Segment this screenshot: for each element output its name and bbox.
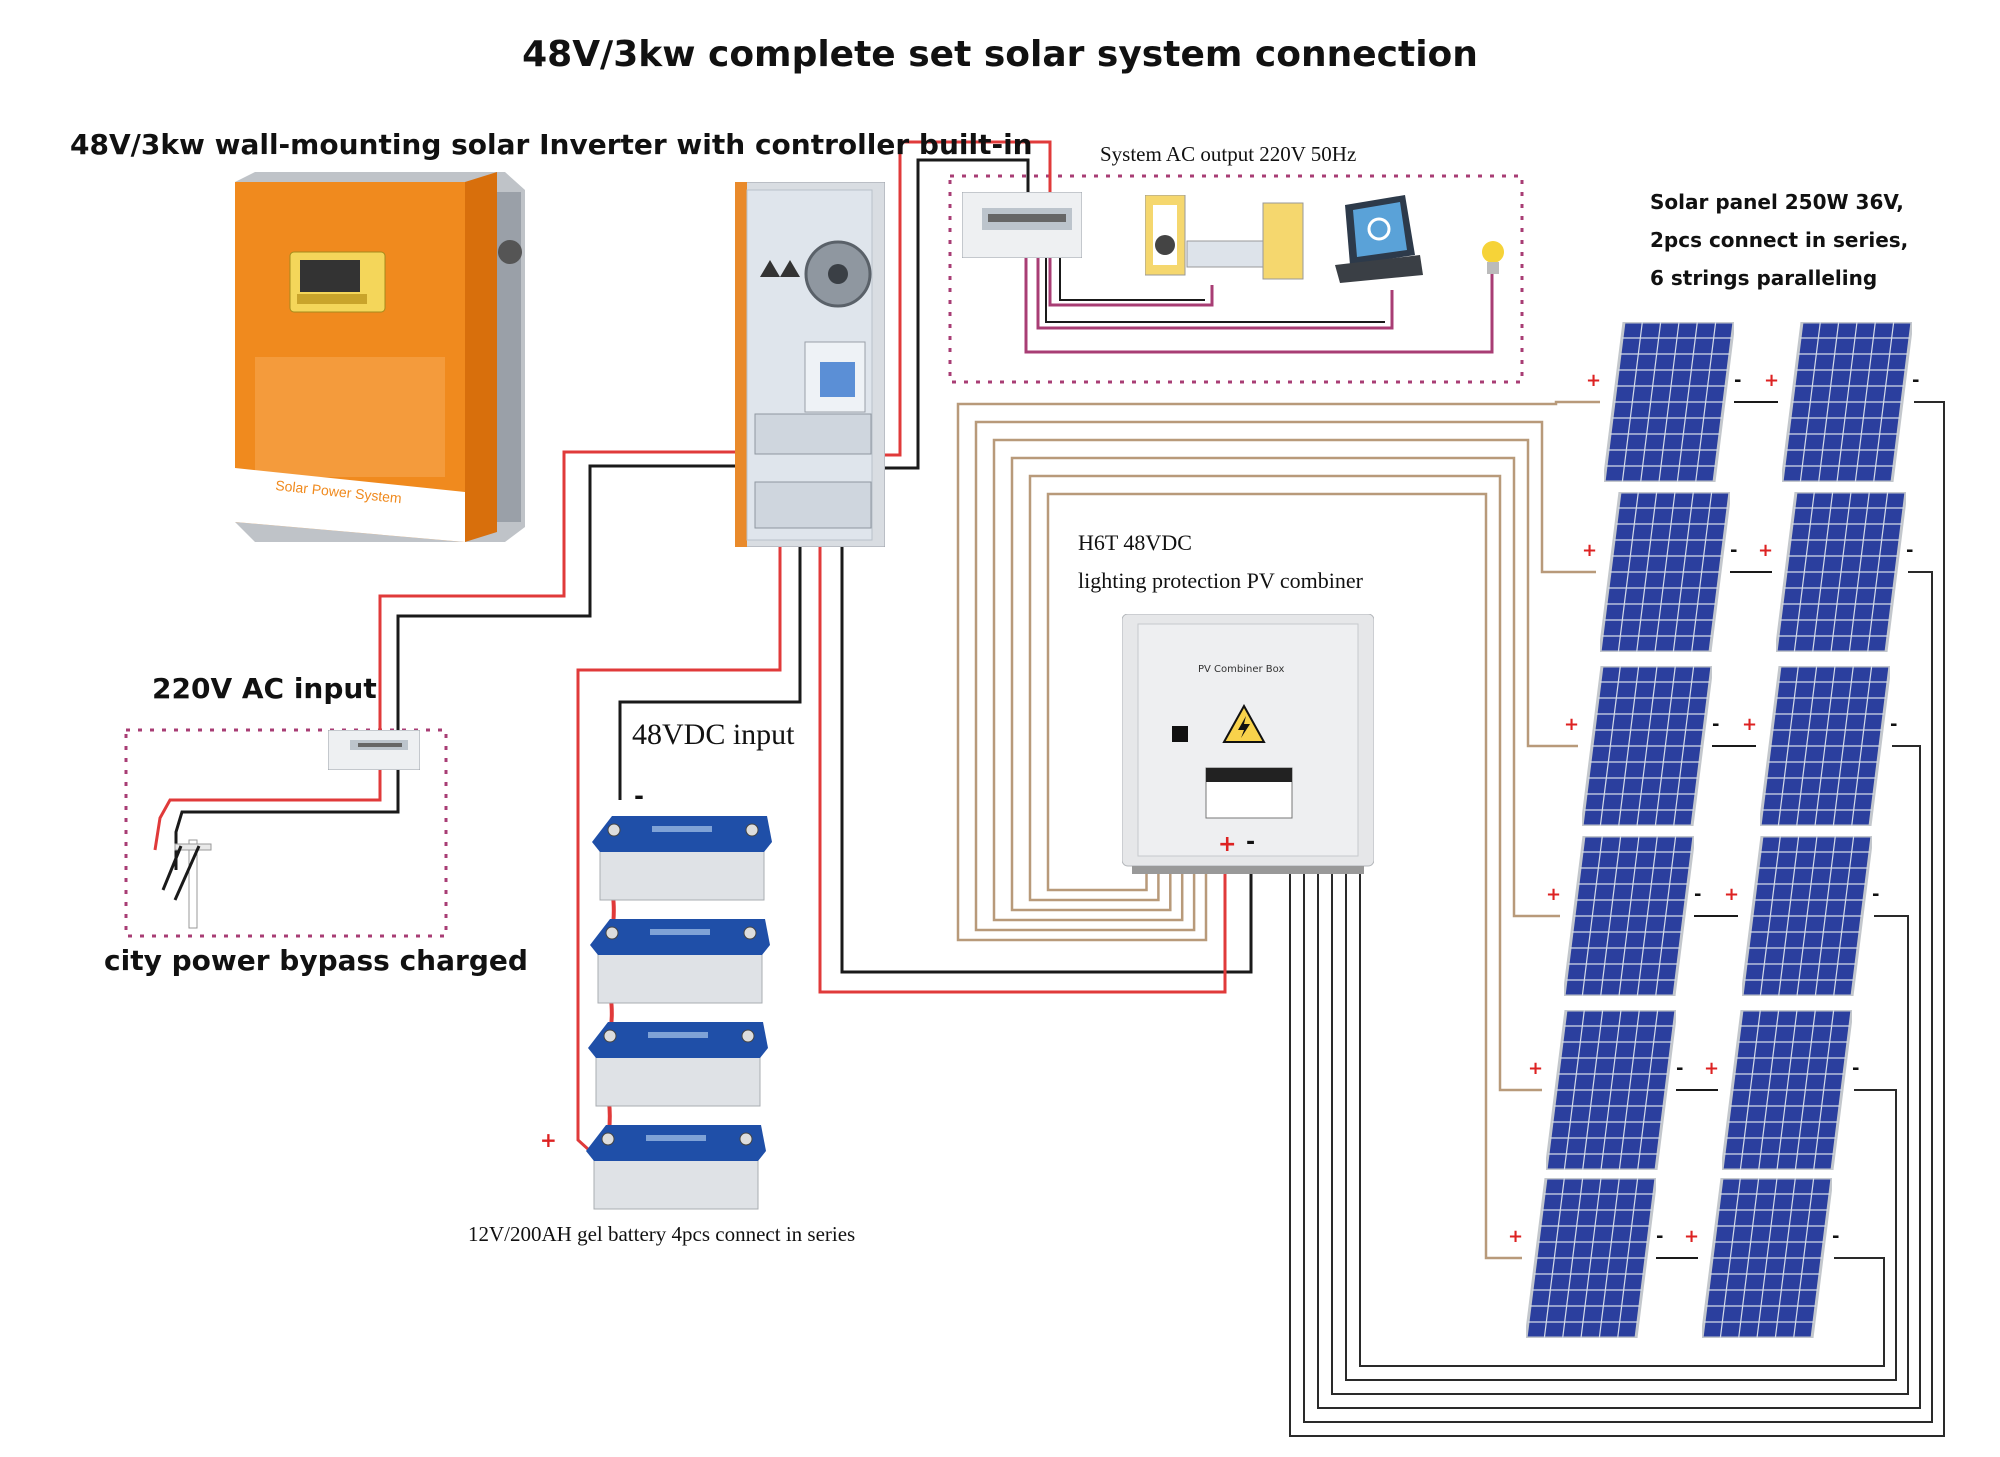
wire-load-3: [1024, 258, 1494, 354]
speaker-icon: [1145, 195, 1304, 280]
solar-panel-icon: [1564, 836, 1694, 996]
panel-minus-sign: -: [1912, 370, 1920, 391]
solar-spec-line-2: 2pcs connect in series,: [1650, 228, 1909, 252]
solar-spec-line-1: Solar panel 250W 36V,: [1650, 190, 1904, 214]
solar-panel-icon: [1722, 1010, 1852, 1170]
solar-panel-icon: [1604, 322, 1734, 482]
combiner-box-icon: [1122, 614, 1374, 874]
inverter-icon: Solar Power System: [235, 172, 525, 542]
wire-grid-red: [378, 450, 745, 732]
breaker-icon: [328, 730, 420, 770]
pv-positive-wire: [1046, 492, 1522, 1260]
pv-positive-wire: [1028, 474, 1542, 1092]
pv-negative-wire: [1303, 571, 1933, 1423]
panel-plus-sign: +: [1582, 540, 1598, 561]
inverter-label: 48V/3kw wall-mounting solar Inverter wit…: [70, 128, 1033, 161]
panel-minus-sign: -: [1676, 1058, 1684, 1079]
pv-negative-wire: [1345, 862, 1897, 1381]
pv-negative-wire: [1289, 401, 1945, 1437]
panel-minus-sign: -: [1852, 1058, 1860, 1079]
bypass-label: city power bypass charged: [104, 944, 528, 977]
combiner-title: H6T 48VDC: [1078, 530, 1192, 555]
wire-load-1b: [1059, 258, 1205, 301]
panel-minus-sign: -: [1694, 884, 1702, 905]
controller-icon: [735, 182, 885, 547]
panel-minus-sign: -: [1832, 1226, 1840, 1247]
warning-icon: [1222, 704, 1266, 743]
solar-panel-icon: [1760, 666, 1890, 826]
panel-plus-sign: +: [1758, 540, 1774, 561]
panel-plus-sign: +: [1508, 1226, 1524, 1247]
ground-rod-icon: [161, 839, 212, 929]
panel-plus-sign: +: [1546, 884, 1562, 905]
panel-plus-sign: +: [1586, 370, 1602, 391]
ac-input-dotted-box: [124, 728, 448, 938]
battery-icon: [586, 1125, 766, 1210]
wire-pv-black: [840, 540, 1253, 974]
solar-panel-icon: [1742, 836, 1872, 996]
solar-panel-icon: [1582, 666, 1712, 826]
pv-positive-wire: [1010, 456, 1560, 918]
solar-panel-icon: [1600, 492, 1730, 652]
pv-negative-wire: [1331, 862, 1909, 1395]
solar-panel-icon: [1782, 322, 1912, 482]
wire-pv-red: [818, 540, 1227, 994]
panel-plus-sign: +: [1724, 884, 1740, 905]
wire-load-2b: [1045, 258, 1385, 323]
panel-plus-sign: +: [1528, 1058, 1544, 1079]
panel-plus-sign: +: [1764, 370, 1780, 391]
battery-icon: [588, 1022, 768, 1107]
ac-output-label: System AC output 220V 50Hz: [1100, 142, 1357, 166]
pv-positive-wires: [956, 400, 1600, 1260]
pv-negative-wire: [1317, 745, 1921, 1409]
wire-ac-out-black: [832, 158, 1030, 470]
battery-plus-sign: +: [540, 1128, 557, 1152]
pv-negative-wires: [1289, 401, 1945, 1437]
combiner-subtitle: lighting protection PV combiner: [1078, 568, 1363, 593]
ac-output-dotted-box: [948, 174, 1524, 384]
breaker-icon: [962, 192, 1082, 258]
pv-positive-wire: [974, 420, 1596, 932]
pv-positive-wire: [956, 400, 1600, 942]
combiner-plus-sign: +: [1218, 832, 1237, 857]
wire-battery-red: [576, 540, 782, 1162]
panel-series-links: [1656, 401, 1778, 1259]
combiner-box-title: PV Combiner Box: [1198, 664, 1285, 675]
solar-spec-line-3: 6 strings paralleling: [1650, 266, 1878, 290]
battery-icon: [592, 816, 772, 901]
battery-icon: [590, 919, 770, 1004]
panel-plus-sign: +: [1564, 714, 1580, 735]
bulb-icon: [1482, 241, 1504, 274]
battery-caption: 12V/200AH gel battery 4pcs connect in se…: [468, 1222, 856, 1246]
battery-minus-sign: -: [634, 782, 644, 810]
panel-minus-sign: -: [1734, 370, 1742, 391]
wire-load-2: [1036, 258, 1394, 330]
panel-plus-sign: +: [1742, 714, 1758, 735]
wire-load-1: [1048, 258, 1214, 307]
solar-panel-icon: [1526, 1178, 1656, 1338]
panel-minus-sign: -: [1712, 714, 1720, 735]
wire-battery-black: [618, 540, 802, 800]
tv-icon: [1335, 195, 1423, 283]
panel-minus-sign: -: [1730, 540, 1738, 561]
solar-panel-icon: [1702, 1178, 1832, 1338]
panel-plus-sign: +: [1704, 1058, 1720, 1079]
diagram-title: 48V/3kw complete set solar system connec…: [522, 34, 1478, 75]
panel-minus-sign: -: [1656, 1226, 1664, 1247]
pv-negative-wire: [1359, 862, 1885, 1367]
panel-minus-sign: -: [1906, 540, 1914, 561]
wire-grid-black: [396, 464, 745, 732]
solar-panel-icon: [1776, 492, 1906, 652]
panel-plus-sign: +: [1684, 1226, 1700, 1247]
solar-panel-icon: [1546, 1010, 1676, 1170]
panel-minus-sign: -: [1890, 714, 1898, 735]
ac-input-label: 220V AC input: [152, 672, 377, 705]
wire-grid-red-2: [153, 768, 382, 851]
panel-minus-sign: -: [1872, 884, 1880, 905]
combiner-minus-sign: -: [1246, 830, 1256, 855]
pv-positive-wire: [992, 438, 1578, 922]
dc-input-label: 48VDC input: [632, 718, 795, 751]
